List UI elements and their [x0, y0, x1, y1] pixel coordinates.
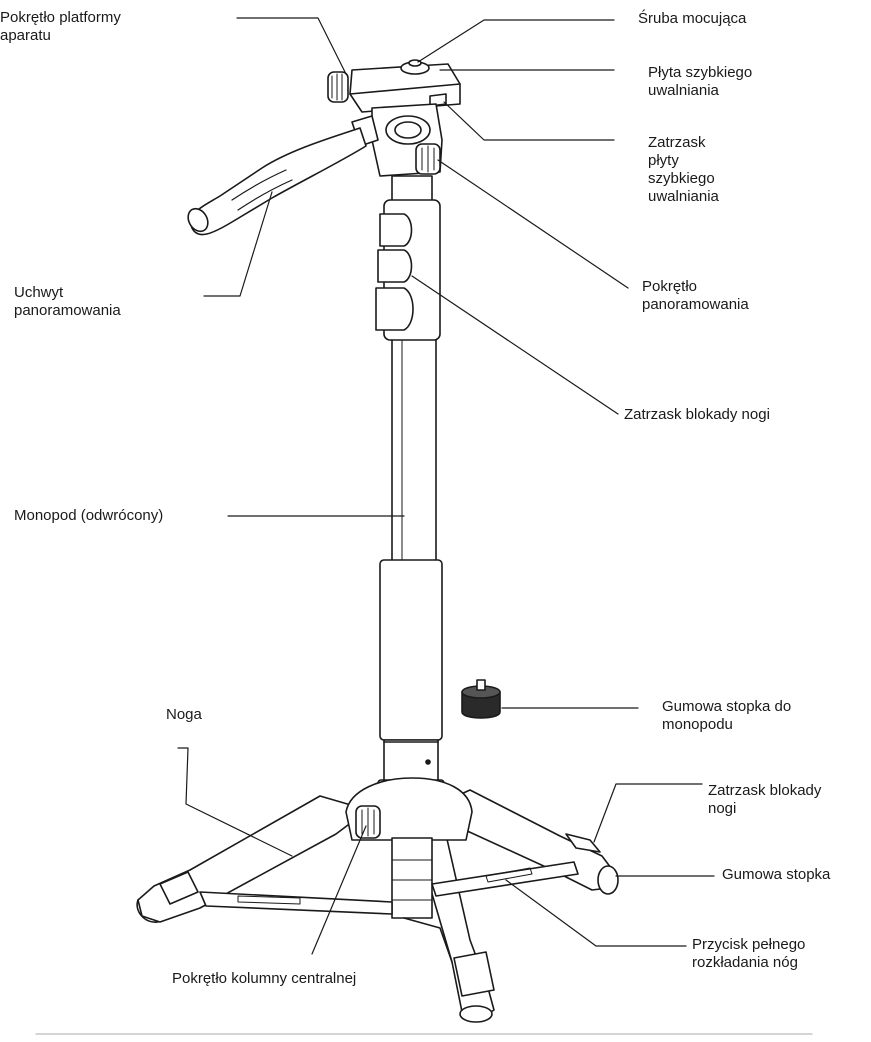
leader-center-column-knob — [311, 825, 367, 955]
tripod-base — [136, 777, 619, 1023]
label-leg-lock-bottom: Zatrzask blokady nogi — [708, 782, 822, 817]
center-column — [375, 175, 445, 797]
platform-knob — [327, 71, 349, 103]
label-rubber-foot: Gumowa stopka — [722, 866, 831, 883]
label-leg-lock-top: Zatrzask blokady nogi — [624, 406, 770, 423]
leader-platform-knob — [236, 17, 347, 75]
leader-lines — [177, 17, 715, 955]
tripod-head — [187, 59, 461, 236]
leader-leg — [177, 747, 293, 857]
leader-mounting-screw — [417, 19, 615, 63]
leader-leg-lock-bottom — [593, 783, 703, 843]
leader-pan-knob — [437, 159, 629, 289]
label-center-column-knob: Pokrętło kolumny centralnej — [172, 970, 357, 987]
label-pan-knob: Pokrętło panoramowania — [642, 278, 749, 313]
label-monopod: Monopod (odwrócony) — [14, 507, 164, 524]
monopod-rubber-foot — [461, 679, 501, 719]
label-spread-button: Przycisk pełnego rozkładania nóg — [692, 936, 806, 971]
leader-plate-latch — [443, 101, 615, 141]
label-plate-latch: Zatrzask płyty szybkiego uwalniania — [648, 134, 719, 205]
leader-leg-lock-top — [411, 275, 619, 415]
label-platform-knob: Pokrętło platformy aparatu — [0, 9, 121, 44]
pan-handle — [189, 127, 367, 236]
label-leg: Noga — [166, 706, 202, 723]
leader-pan-handle — [203, 191, 273, 297]
leader-spread-button — [505, 879, 687, 947]
label-quick-release-plate: Płyta szybkiego uwalniania — [648, 64, 753, 99]
label-pan-handle: Uchwyt panoramowania — [14, 284, 121, 319]
label-monopod-foot: Gumowa stopka do monopodu — [662, 698, 792, 733]
label-mounting-screw: Śruba mocująca — [638, 10, 747, 27]
